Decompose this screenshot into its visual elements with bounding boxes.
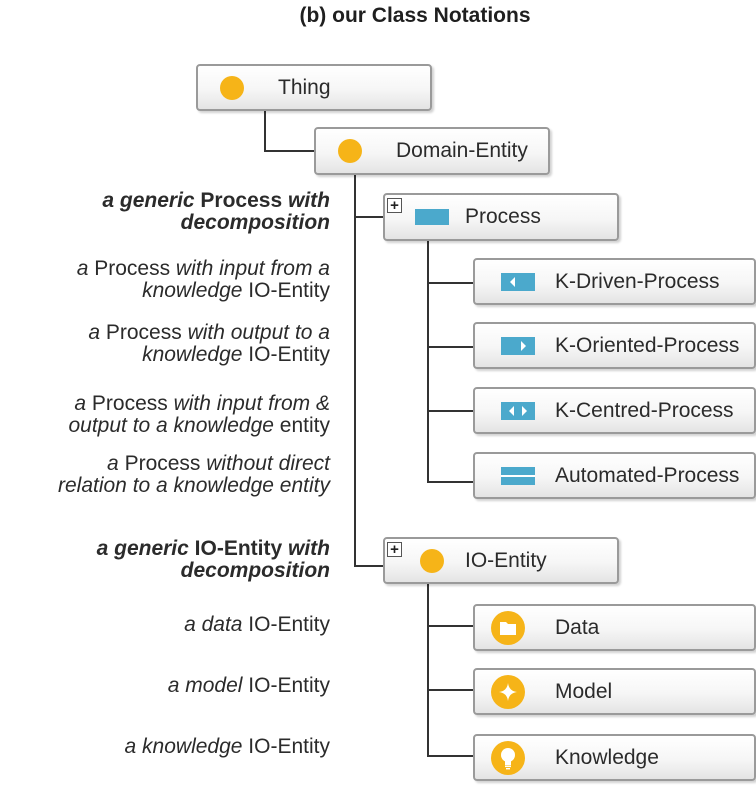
plus-box-icon[interactable]: +	[387, 542, 402, 557]
sparkle-icon	[491, 674, 525, 709]
node-automated-process[interactable]: Automated-Process	[473, 452, 756, 499]
node-model[interactable]: Model	[473, 668, 756, 715]
node-label: Automated-Process	[555, 463, 740, 487]
diagram-title: (b) our Class Notations	[299, 4, 531, 27]
connector-thing-domain-h	[264, 150, 316, 152]
connector-automated	[427, 481, 475, 483]
connector-model	[427, 689, 475, 691]
connector-data	[427, 625, 475, 627]
node-k-centred-process[interactable]: K-Centred-Process	[473, 387, 756, 434]
node-k-oriented-process[interactable]: K-Oriented-Process	[473, 322, 756, 369]
automated-icon	[501, 466, 535, 485]
desc-output-process: a Process with output to a knowledge IO-…	[88, 321, 330, 366]
class-circle-icon	[220, 75, 244, 100]
process-rect-icon	[415, 209, 449, 225]
desc-data-io: a data IO-Entity	[184, 613, 330, 636]
desc-no-relation-process: a Process without direct relation to a k…	[57, 452, 330, 497]
node-k-driven-process[interactable]: K-Driven-Process	[473, 258, 756, 305]
desc-model-io: a model IO-Entity	[167, 674, 330, 697]
desc-generic-io: a generic IO-Entity with decomposition	[96, 537, 330, 582]
class-circle-icon	[338, 139, 362, 163]
node-label: K-Oriented-Process	[555, 333, 740, 357]
folder-icon	[491, 610, 525, 645]
node-label: Thing	[278, 75, 331, 99]
node-label: IO-Entity	[465, 548, 547, 572]
node-label: Model	[555, 679, 613, 703]
connector-domain-process	[354, 216, 385, 218]
node-data[interactable]: Data	[473, 604, 756, 651]
node-label: Data	[555, 615, 600, 639]
node-thing[interactable]: Thing	[196, 64, 432, 111]
connector-k-oriented	[427, 346, 475, 348]
plus-box-icon[interactable]: +	[387, 198, 402, 213]
desc-generic-process: a generic Process with decomposition	[102, 189, 330, 234]
node-knowledge[interactable]: Knowledge	[473, 734, 756, 781]
connector-domain-trunk	[354, 174, 356, 565]
connector-k-driven	[427, 282, 475, 284]
lightbulb-icon	[491, 740, 525, 775]
node-label: Process	[465, 205, 541, 228]
connector-k-centred	[427, 410, 475, 412]
k-oriented-icon	[501, 336, 535, 355]
connector-io-trunk	[427, 583, 429, 755]
connector-process-trunk	[427, 240, 429, 481]
node-io-entity[interactable]: + IO-Entity	[383, 537, 619, 584]
connector-thing-domain-v	[264, 110, 266, 150]
k-driven-icon	[501, 272, 535, 291]
node-label: K-Driven-Process	[555, 269, 720, 293]
connector-domain-io	[354, 565, 385, 567]
desc-knowledge-io: a knowledge IO-Entity	[124, 735, 330, 758]
desc-in-out-process: a Process with input from & output to a …	[68, 392, 330, 437]
node-label: K-Centred-Process	[555, 398, 734, 422]
node-process[interactable]: + Process	[383, 193, 619, 241]
node-label: Domain-Entity	[396, 139, 528, 162]
class-circle-icon	[420, 548, 444, 573]
node-label: Knowledge	[555, 745, 659, 769]
node-domain-entity[interactable]: Domain-Entity	[314, 127, 550, 175]
desc-input-process: a Process with input from a knowledge IO…	[76, 257, 330, 302]
k-centred-icon	[501, 401, 535, 420]
connector-knowledge	[427, 755, 475, 757]
